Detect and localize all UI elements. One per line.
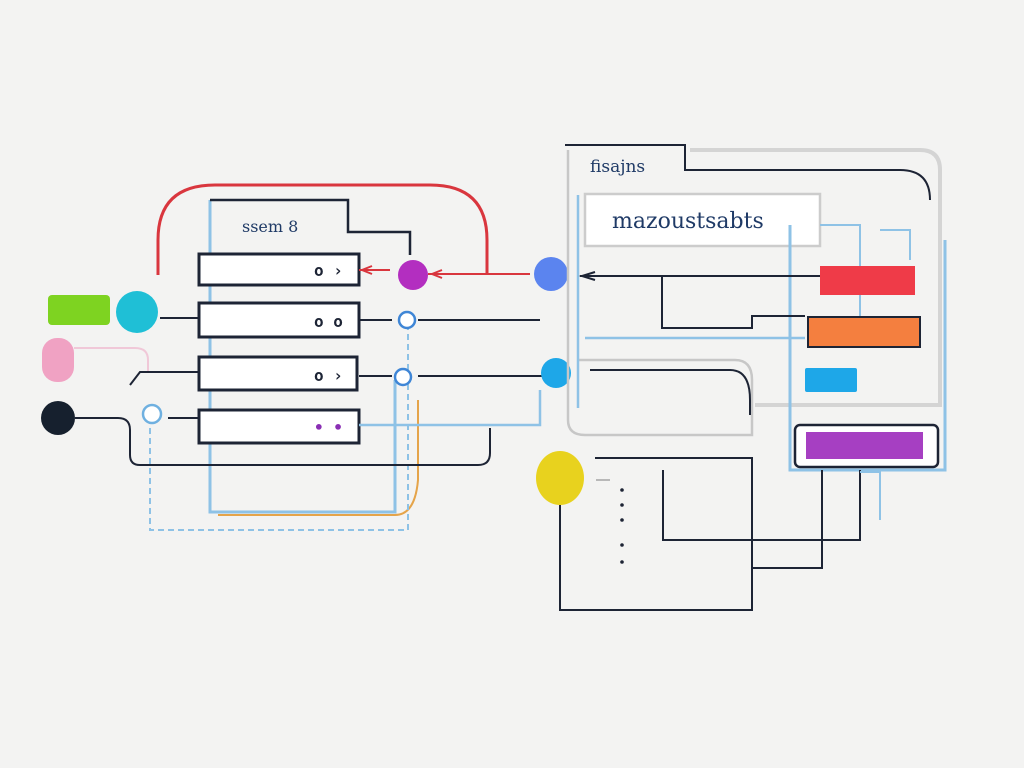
right-panel: fisajns mazoustsabts [565, 144, 947, 472]
purple-bar[interactable] [806, 432, 923, 459]
port-row[interactable]: o o [197, 301, 361, 339]
link-to-row3 [129, 371, 199, 386]
cyan-node[interactable] [116, 291, 158, 333]
blue-node[interactable] [534, 257, 568, 291]
orange-trace [218, 400, 419, 516]
left-nodes [41, 291, 158, 435]
link-row4-bus [359, 390, 542, 427]
orange-bar-outline [807, 316, 921, 348]
yellow-node[interactable] [536, 451, 584, 505]
port-row-box[interactable] [197, 408, 361, 445]
dotted-connector [620, 488, 624, 564]
arrow-head-red-2 [429, 269, 443, 279]
port-circle[interactable] [141, 403, 163, 425]
red-bar[interactable] [820, 266, 915, 295]
port-row-box[interactable] [197, 301, 361, 339]
left-title-tab [210, 198, 412, 255]
sky-node[interactable] [541, 358, 571, 388]
sky-bar[interactable] [805, 368, 857, 392]
arrow-head-red [359, 265, 373, 275]
right-header-box [583, 192, 822, 248]
grey-right-shell [690, 148, 942, 407]
red-connector-arch [156, 183, 489, 275]
link-to-orange [661, 276, 805, 329]
port-row-box[interactable] [197, 252, 361, 287]
port-row[interactable]: o › [197, 252, 361, 287]
black-node[interactable] [41, 401, 75, 435]
port-row[interactable]: o › [197, 355, 359, 392]
pink-trace [74, 347, 149, 372]
port-circle[interactable] [397, 310, 417, 330]
port-row-glyph: o › [314, 261, 343, 280]
orange-bar[interactable] [808, 318, 920, 346]
right-inner-frame [788, 225, 947, 472]
right-inner-frame-3 [880, 229, 911, 260]
port-row[interactable]: • • [197, 408, 361, 445]
link-sky-to-shell [590, 369, 751, 415]
link-yellow-to-purple [752, 470, 823, 569]
right-tab-outline [565, 144, 931, 201]
port-row-box[interactable] [197, 355, 359, 392]
port-row-glyph: o o [314, 312, 343, 331]
link-black-loop [75, 417, 491, 466]
left-panel: ssem 8 o › o o o › • • [149, 183, 489, 531]
green-node[interactable] [48, 295, 110, 325]
yellow-box [559, 457, 753, 611]
port-circle[interactable] [393, 367, 413, 387]
light-link-bottom [860, 471, 881, 520]
grey-outer-shell [566, 150, 754, 437]
right-panel-tab-label: fisajns [590, 157, 645, 177]
right-bars [793, 266, 940, 469]
pink-node[interactable] [42, 338, 74, 382]
left-panel-title: ssem 8 [242, 217, 298, 236]
right-connections [559, 271, 881, 611]
port-row-glyph: • • [314, 418, 343, 437]
right-header-label: mazoustsabts [612, 209, 764, 234]
magenta-node[interactable] [398, 260, 428, 290]
arrow-head-dark [578, 271, 596, 281]
port-row-glyph: o › [314, 366, 343, 385]
left-connections [75, 265, 545, 466]
link-bottom-loop [662, 470, 861, 541]
